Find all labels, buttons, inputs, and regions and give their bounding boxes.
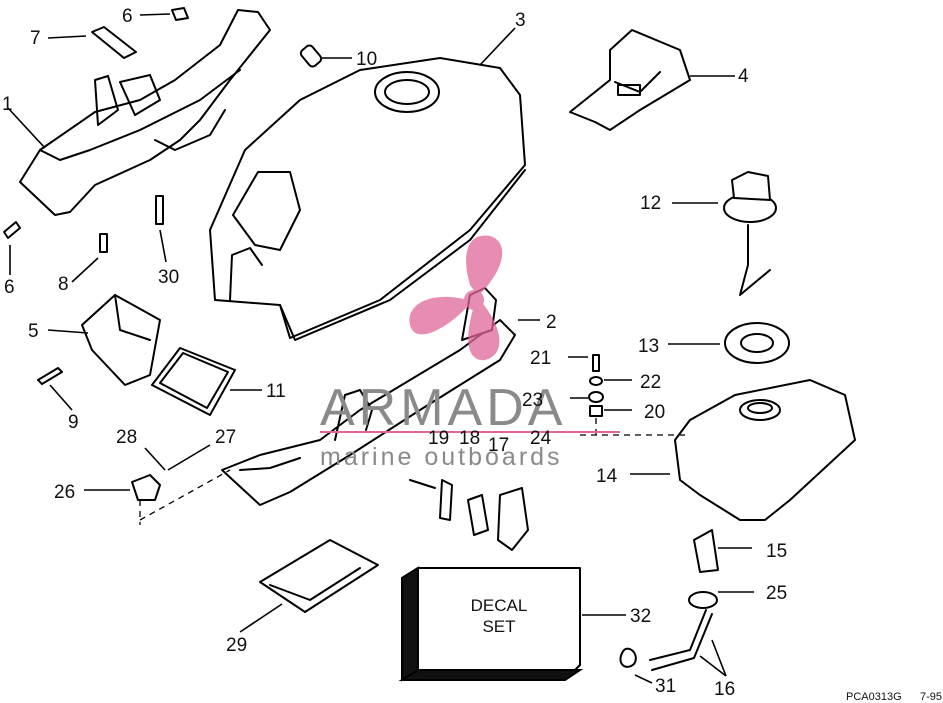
callout-4: 4 [738,66,749,87]
part-hose [649,609,727,677]
part-small-bracket [47,294,161,386]
callout-17: 17 [488,435,509,456]
footer-date: 7-95 [920,691,942,703]
part-19 [409,479,436,489]
callout-2: 2 [546,312,557,333]
callout-25: 25 [766,583,787,604]
callout-32: 32 [630,606,651,627]
callout-30: 30 [158,267,179,288]
callout-19: 19 [428,428,449,449]
part-plate-7 [47,26,137,59]
part-24 [497,487,529,551]
part-clip-26 [84,474,161,501]
callout-6a: 6 [122,6,133,27]
watermark-blade-left [409,296,468,335]
callout-14: 14 [596,466,618,487]
callout-10: 10 [356,49,377,70]
part-fuel-cap [672,171,777,296]
callout-11: 11 [266,381,286,402]
callout-26: 26 [54,482,75,503]
part-washer [668,322,790,364]
callout-31: 31 [655,676,676,697]
watermark-brand: ARMADA [320,379,566,437]
callout-1: 1 [2,94,13,115]
part-pad [239,539,379,633]
part-fuel-tank [630,379,856,521]
part-bolt-9 [37,367,73,411]
callout-6b: 6 [4,277,15,298]
part-bolt-8 [71,233,108,283]
callout-27: 27 [215,427,236,448]
callout-9: 9 [68,412,79,433]
part-bolt-30 [155,195,167,263]
decal-line1: DECAL [471,596,528,615]
decal-line2: SET [482,617,515,636]
part-engine-cover [209,27,526,341]
callout-29: 29 [226,635,247,656]
watermark-blade-top [466,235,503,296]
part-17 [467,494,489,536]
callout-8: 8 [58,274,69,295]
part-hardware-stack [568,354,690,440]
part-front-bracket [7,9,271,216]
decal-box: DECAL SET [398,566,626,682]
part-screw-28 [144,447,166,471]
part-top-bracket [569,29,735,131]
part-screw-left [3,221,21,275]
part-fuel-fitting [693,529,752,573]
callout-23: 23 [522,390,543,411]
callout-12: 12 [640,193,661,214]
footer-code: PCA0313G [846,691,902,703]
callout-5: 5 [28,321,39,342]
watermark-logo [409,235,503,361]
callout-21: 21 [530,348,551,369]
part-pin-10 [299,44,352,68]
part-gasket [151,347,262,416]
callout-16: 16 [714,679,735,700]
part-screw-top [139,7,189,21]
callout-3: 3 [515,10,526,31]
part-18 [439,479,453,521]
watermark-tagline: marine outboards [320,443,563,471]
callout-24: 24 [530,428,552,449]
callout-20: 20 [644,402,665,423]
callout-7: 7 [30,28,41,49]
watermark-blade-right [468,300,500,361]
callout-18: 18 [459,428,480,449]
callout-13: 13 [638,336,659,357]
callout-15: 15 [766,541,787,562]
callout-28: 28 [116,427,137,448]
callout-22: 22 [640,372,661,393]
part-clamp-25 [688,591,754,609]
part-clip-31 [619,647,653,684]
